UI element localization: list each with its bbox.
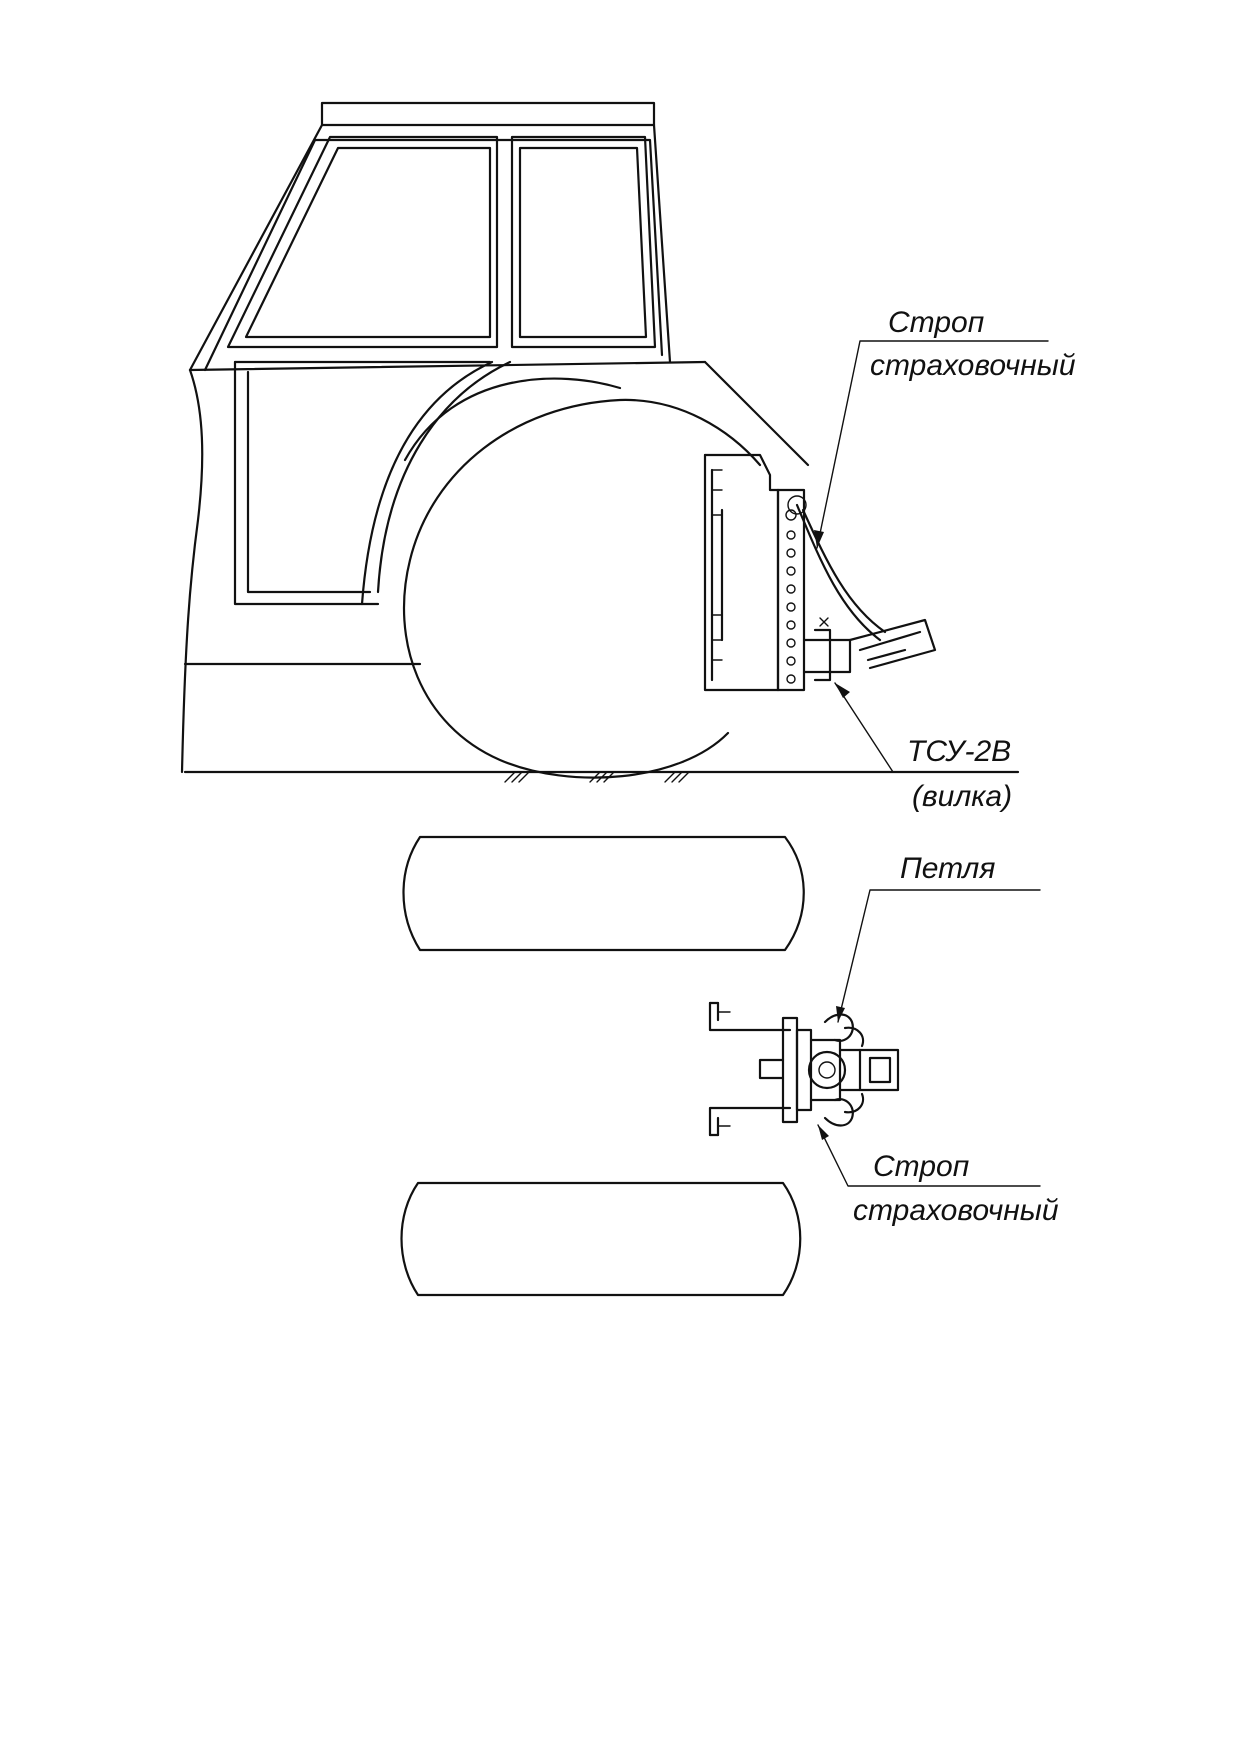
leader-strap-bottom <box>817 1124 1041 1187</box>
leader-loop <box>836 889 1041 1023</box>
tractor-top-view <box>400 835 1041 1297</box>
cab-window-front <box>226 135 499 349</box>
label-strap-top-line2: страховочный <box>870 349 1076 382</box>
body-lower-panel <box>180 360 492 774</box>
rear-fender <box>360 360 810 606</box>
label-strap-bottom-line1: Строп <box>873 1150 969 1183</box>
mounting-brackets <box>708 1001 792 1137</box>
ground-line <box>183 770 1020 783</box>
cab-outline <box>188 123 707 372</box>
loop-top-view <box>823 1013 865 1127</box>
label-hitch-line1: ТСУ-2В <box>907 735 1011 768</box>
wheel-top-upper <box>402 835 805 952</box>
label-strap-bottom-line2: страховочный <box>853 1194 1059 1227</box>
hitch-top-assembly <box>758 1016 900 1124</box>
tractor-side-view <box>180 101 1049 783</box>
hitch-mounting-plate <box>703 453 780 692</box>
label-hitch-line2: (вилка) <box>912 780 1012 813</box>
safety-strap-side <box>795 503 887 642</box>
leader-strap-top <box>814 340 1049 549</box>
wheel-top-lower <box>400 1181 802 1297</box>
label-strap-top-line1: Строп <box>888 306 984 339</box>
cab-roof <box>320 101 656 127</box>
rear-wheel <box>402 398 762 779</box>
label-loop: Петля <box>900 852 995 885</box>
cab-window-rear <box>510 135 657 349</box>
hitch-fork <box>802 617 937 682</box>
hitch-rail <box>776 488 807 692</box>
leader-hitch <box>834 682 1019 773</box>
